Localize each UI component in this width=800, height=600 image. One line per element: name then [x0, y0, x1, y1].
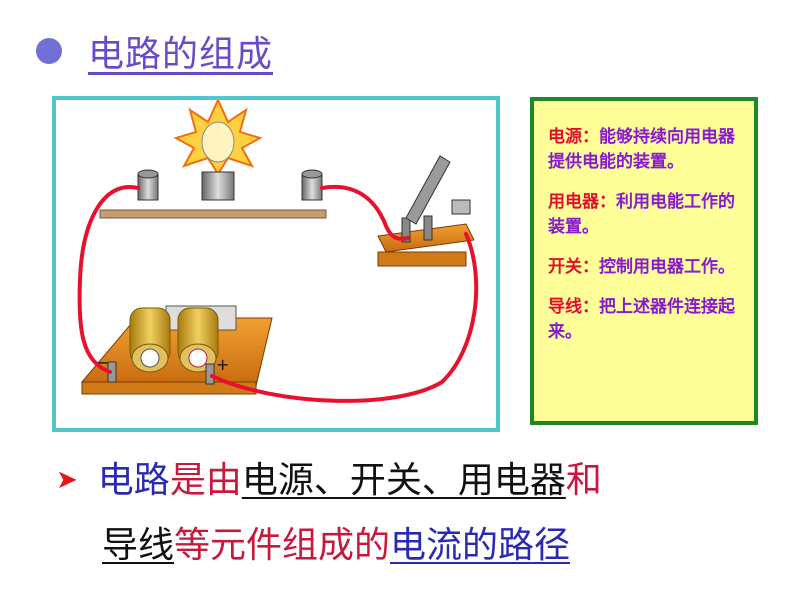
info-item-appliance: 用电器：利用电能工作的装置。: [548, 190, 742, 240]
connector-text: 等元件组成的: [174, 525, 391, 566]
statement-line-2: 导线等元件组成的电流的路径: [102, 524, 570, 568]
arrow-bullet-icon: ➤: [56, 465, 78, 495]
page-title: 电路的组成: [88, 34, 274, 75]
info-term: 开关：: [548, 257, 599, 277]
circuit-diagram: − +: [52, 96, 500, 432]
info-desc: 控制用电器工作。: [599, 257, 735, 277]
bench-plank: [99, 209, 327, 219]
info-term: 导线：: [548, 297, 599, 317]
statement-line-1: ➤ 电路是由电源、开关、用电器和: [56, 458, 602, 503]
info-term: 用电器：: [548, 192, 616, 212]
connector-text: 是由: [169, 460, 242, 501]
term-wire: 导线: [102, 525, 175, 566]
wire: [77, 184, 479, 403]
connector-text: 和: [565, 460, 602, 501]
info-desc: 把上述器件连接起来。: [548, 297, 735, 342]
right-terminal-post: [301, 169, 323, 201]
info-desc: 能够持续向用电器提供电能的装置。: [548, 127, 735, 172]
switch-icon: [377, 155, 475, 267]
info-desc: 利用电能工作的装置。: [548, 192, 735, 237]
battery-plus-label: +: [216, 355, 229, 374]
info-item-wire: 导线：把上述器件连接起来。: [548, 295, 742, 345]
info-term: 电源：: [548, 127, 599, 147]
lamp-icon: [173, 100, 263, 201]
circuit-illustration: − +: [77, 100, 479, 403]
info-item-switch: 开关：控制用电器工作。: [548, 255, 742, 280]
circle-bullet-icon: [36, 38, 62, 64]
components-text: 电源、开关、用电器: [241, 460, 566, 501]
current-path-text: 电流的路径: [390, 525, 571, 566]
left-terminal-post: [137, 169, 159, 201]
term-circuit: 电路: [97, 460, 170, 501]
definitions-panel: 电源：能够持续向用电器提供电能的装置。 用电器：利用电能工作的装置。 开关：控制…: [530, 97, 758, 425]
title-row: 电路的组成: [36, 26, 273, 76]
battery-icon: − +: [80, 305, 273, 395]
info-item-power: 电源：能够持续向用电器提供电能的装置。: [548, 125, 742, 175]
